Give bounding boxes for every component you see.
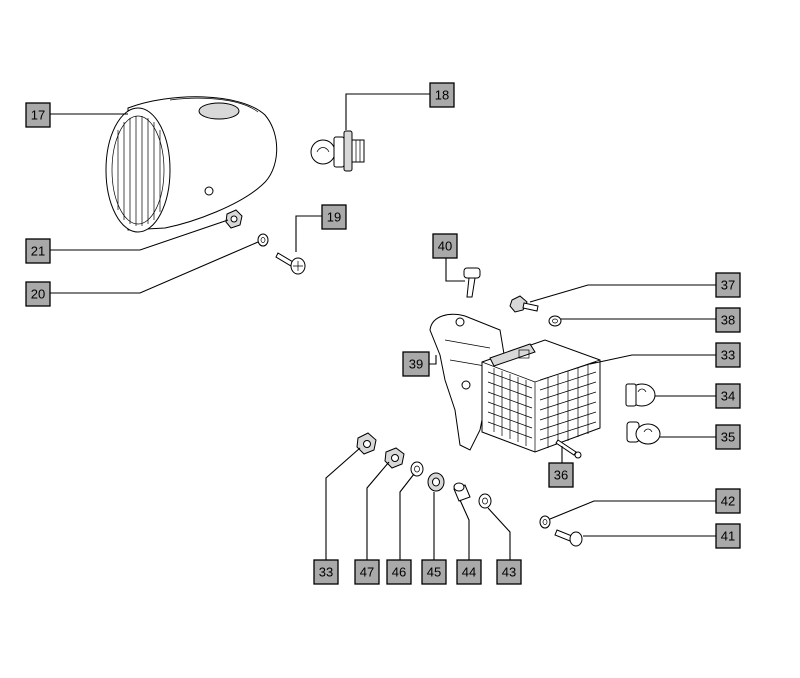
callout-21: 21: [25, 238, 51, 264]
callout-39: 39: [402, 351, 430, 377]
callout-41-text: 41: [721, 529, 735, 544]
screw-41-part: [554, 529, 583, 547]
callout-17: 17: [25, 102, 51, 128]
callout-44: 44: [456, 559, 482, 585]
screw-40-part: [463, 267, 481, 298]
callout-46: 46: [386, 559, 412, 585]
callout-38-text: 38: [721, 313, 735, 328]
callout-35-text: 35: [721, 430, 735, 445]
rear-lamp-housing-part: [481, 339, 601, 453]
grommet-45-part: [427, 472, 445, 492]
spacer-44-part: [453, 482, 471, 502]
washer-43-part: [478, 493, 492, 509]
callout-42-text: 42: [721, 494, 735, 509]
callout-19: 19: [321, 204, 347, 230]
screw-36-part: [555, 439, 582, 459]
bolt-37-part: [509, 295, 539, 313]
callout-45-text: 45: [427, 565, 441, 580]
leader-lines: [50, 93, 716, 560]
callout-33-lower: 33: [313, 559, 339, 585]
callout-40-text: 40: [438, 239, 452, 254]
callout-47: 47: [354, 559, 380, 585]
callout-17-text: 17: [31, 108, 45, 123]
callout-38: 38: [715, 307, 741, 333]
callout-35: 35: [715, 424, 741, 450]
screw-19-part: [275, 252, 306, 275]
callout-33-upper-text: 33: [721, 348, 735, 363]
callout-34: 34: [715, 383, 741, 409]
nut-47-part: [384, 447, 405, 469]
callout-36-text: 36: [554, 468, 568, 483]
callout-43-text: 43: [502, 565, 516, 580]
callout-36: 36: [548, 462, 574, 488]
washer-20-part: [257, 233, 269, 247]
callout-19-text: 19: [327, 210, 341, 225]
callout-44-text: 44: [462, 565, 476, 580]
bulb-34-part: [625, 383, 656, 407]
washer-38-part: [548, 315, 562, 327]
nut-33-part: [356, 432, 377, 455]
callout-21-text: 21: [31, 244, 45, 259]
callout-37-text: 37: [721, 278, 735, 293]
callout-33-upper: 33: [715, 342, 741, 368]
callout-34-text: 34: [721, 389, 735, 404]
callout-46-text: 46: [392, 565, 406, 580]
bulb-35-part: [626, 421, 661, 445]
callout-18-text: 18: [435, 88, 449, 103]
callout-39-text: 39: [409, 357, 423, 372]
callout-33-lower-text: 33: [319, 565, 333, 580]
washer-42-part: [539, 515, 551, 529]
callout-20-text: 20: [31, 287, 45, 302]
callout-43: 43: [496, 559, 522, 585]
callout-45: 45: [421, 559, 447, 585]
callout-42: 42: [715, 488, 741, 514]
washer-46-part: [410, 461, 424, 477]
callout-18: 18: [429, 82, 455, 108]
callout-20: 20: [25, 281, 51, 307]
headlamp-bulb-part: [310, 130, 365, 172]
callout-41: 41: [715, 523, 741, 549]
headlamp-shell-part: [105, 96, 278, 233]
callout-47-text: 47: [360, 565, 374, 580]
nut-21-part: [225, 209, 243, 229]
rear-light-bracket-part: [429, 313, 506, 451]
callout-37: 37: [715, 272, 741, 298]
callout-40: 40: [432, 233, 458, 259]
